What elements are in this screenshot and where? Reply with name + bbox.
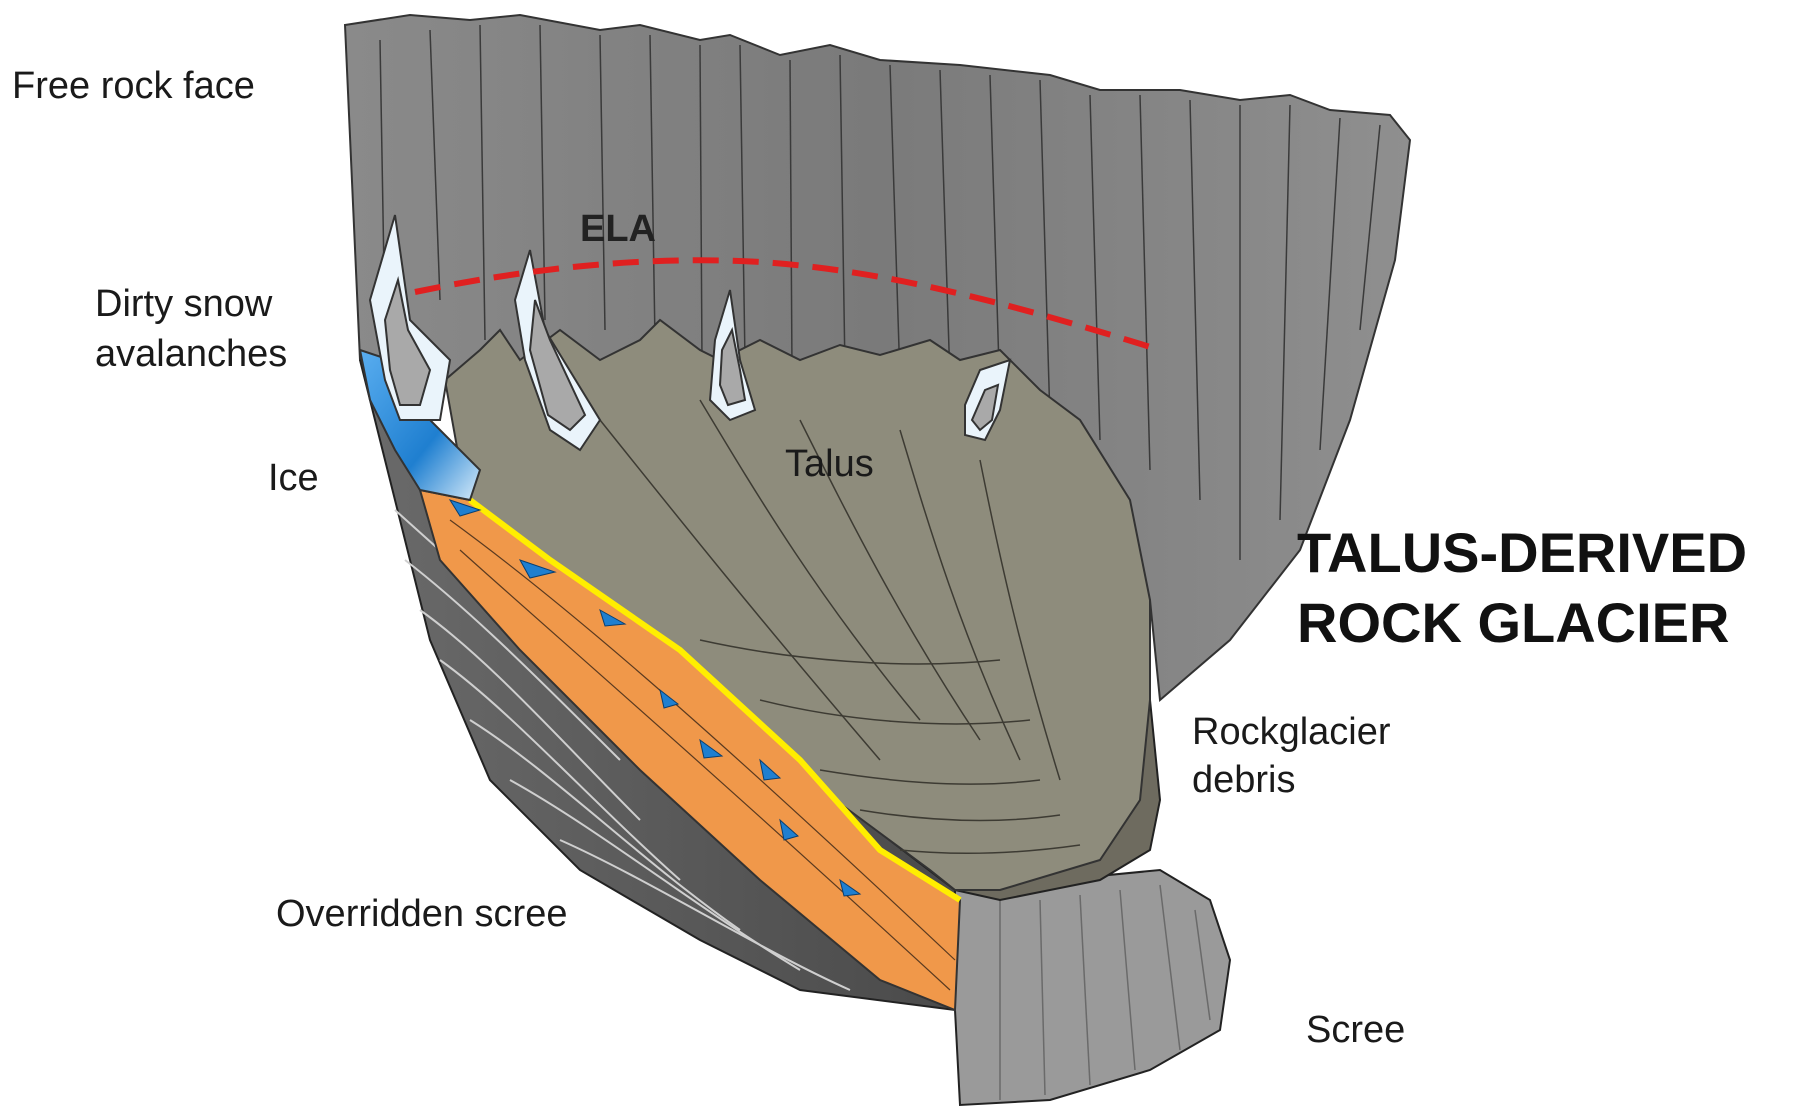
- scree-apron: [955, 870, 1230, 1105]
- label-dirty-snow-1: Dirty snow: [95, 280, 272, 328]
- label-ice: Ice: [268, 454, 319, 502]
- label-ela: ELA: [580, 208, 656, 251]
- label-scree: Scree: [1306, 1006, 1405, 1054]
- label-rockglacier-debris-2: debris: [1192, 756, 1296, 804]
- label-talus: Talus: [785, 440, 874, 488]
- label-dirty-snow-2: avalanches: [95, 330, 287, 378]
- title-line-1: TALUS-DERIVED: [1297, 520, 1747, 586]
- label-free-rock-face: Free rock face: [12, 62, 255, 110]
- label-rockglacier-debris-1: Rockglacier: [1192, 708, 1391, 756]
- title-line-2: ROCK GLACIER: [1297, 590, 1729, 656]
- label-overridden-scree: Overridden scree: [276, 890, 567, 938]
